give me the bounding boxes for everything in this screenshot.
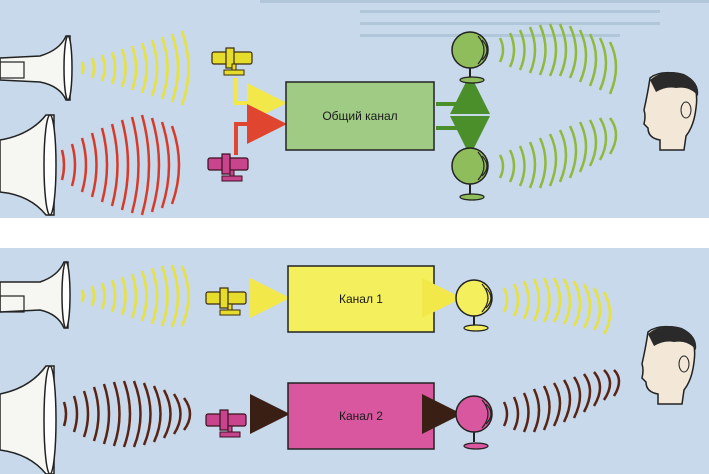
green-speaker-icon (451, 31, 489, 84)
red-arrow (234, 104, 287, 155)
channel-2-box: Канал 2 (287, 382, 435, 450)
green-arrow-down (436, 116, 490, 156)
magenta-microphone-icon (207, 153, 249, 182)
yellow-arrow (234, 78, 287, 123)
yellow-sound-waves (502, 277, 612, 335)
yellow-microphone-icon (211, 47, 253, 76)
red-sound-waves (60, 114, 181, 216)
green-sound-waves (498, 117, 618, 189)
yellow-sound-waves (80, 30, 190, 106)
common-channel-label: Общий канал (322, 109, 397, 123)
magenta-speaker-icon (455, 395, 493, 450)
channel-1-box: Канал 1 (287, 265, 435, 333)
listener-head-icon (641, 325, 697, 405)
green-speaker-icon (451, 147, 489, 201)
background-text-strip (260, 0, 709, 37)
green-arrow-up (436, 74, 490, 114)
green-sound-waves (498, 23, 618, 95)
yellow-microphone-icon (205, 287, 247, 316)
panel-gap (0, 218, 709, 248)
channel-2-label: Канал 2 (339, 409, 383, 423)
listener-head-icon (643, 71, 699, 151)
magenta-microphone-icon (205, 409, 247, 438)
dark-sound-waves (502, 369, 621, 433)
yellow-sound-waves (80, 264, 190, 328)
trumpet-icon (0, 261, 71, 329)
dark-sound-waves (62, 380, 192, 448)
channel-1-label: Канал 1 (339, 292, 383, 306)
common-channel-box: Общий канал (285, 81, 435, 151)
tuba-icon (0, 114, 57, 216)
trumpet-icon (0, 35, 73, 101)
yellow-speaker-icon (455, 279, 493, 332)
tuba-icon (0, 365, 57, 474)
